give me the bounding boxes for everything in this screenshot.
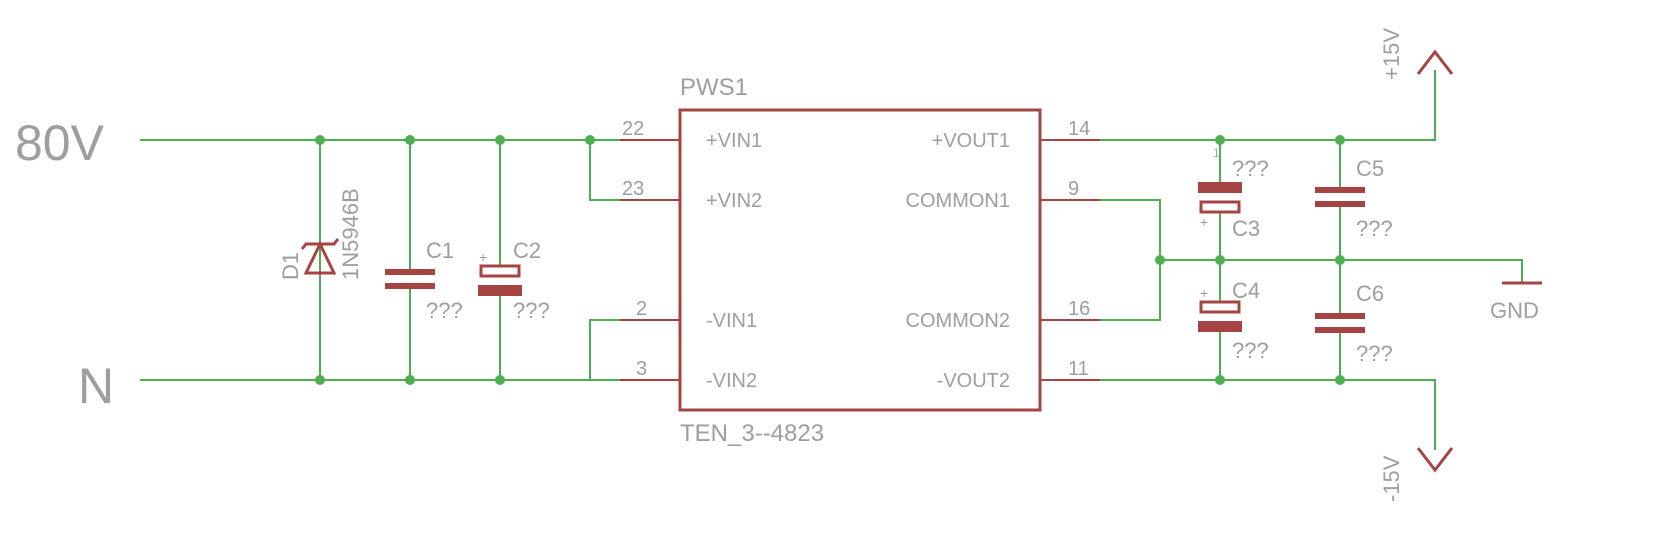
pin-number: 22 — [622, 118, 644, 140]
ic-name: PWS1 — [680, 74, 748, 101]
wire-neg15-rail — [1100, 379, 1436, 450]
c6-value: ??? — [1356, 341, 1393, 366]
pin-label: -VIN1 — [706, 310, 757, 332]
pin-label: +VIN1 — [706, 130, 762, 152]
pin-number: 9 — [1068, 178, 1079, 200]
wire-gnd-rail — [1160, 259, 1523, 282]
wire-pos15-rail — [1100, 70, 1436, 141]
ic-value: TEN_3--4823 — [680, 420, 824, 447]
supply-neg15: -15V — [1379, 447, 1454, 502]
c3-value: ??? — [1232, 156, 1269, 181]
capacitor-c1: C1 ??? — [385, 238, 463, 323]
net-label-80v: 80V — [15, 115, 105, 171]
capacitor-plate — [478, 285, 522, 296]
c4-name: C4 — [1232, 278, 1260, 303]
c5-name: C5 — [1356, 156, 1384, 181]
capacitor-plate-open — [479, 264, 521, 278]
diode-triangle — [303, 240, 337, 275]
capacitor-c4: + C4 ??? — [1198, 278, 1269, 363]
capacitor-c3: 1 + ??? C3 — [1198, 146, 1269, 241]
diode-cathode-bar — [300, 238, 340, 250]
junction-dot — [1215, 135, 1225, 145]
pin-label: -VOUT2 — [937, 370, 1010, 392]
capacitor-plate — [385, 283, 435, 289]
junction-dot — [1215, 255, 1225, 265]
pin-label: -VIN2 — [706, 370, 757, 392]
wire-common-link — [1100, 199, 1161, 321]
polarity-plus: + — [1200, 214, 1208, 230]
net-label-neg15: -15V — [1379, 455, 1404, 502]
polarity-plus: + — [1200, 285, 1208, 301]
c2-name: C2 — [513, 238, 541, 263]
ic-pws1: PWS1 TEN_3--4823 22 23 2 3 14 9 16 11 +V… — [620, 74, 1100, 447]
pin-number: 2 — [636, 298, 647, 320]
arrow-down-icon — [1416, 447, 1454, 473]
junction-dot — [1335, 375, 1345, 385]
net-label-n: N — [78, 358, 114, 414]
c1-name: C1 — [426, 238, 454, 263]
junctions — [315, 135, 1345, 385]
pin-number: 11 — [1068, 358, 1089, 380]
capacitor-c2: + C2 ??? — [478, 238, 550, 323]
c1-value: ??? — [426, 298, 463, 323]
junction-dot — [1335, 135, 1345, 145]
junction-dot — [405, 135, 415, 145]
pin-label: COMMON1 — [906, 190, 1010, 212]
junction-dot — [315, 375, 325, 385]
capacitor-plate — [1198, 321, 1242, 332]
pin-number: 16 — [1068, 298, 1090, 320]
junction-dot — [315, 135, 325, 145]
capacitor-c5: C5 ??? — [1315, 156, 1393, 241]
junction-dot — [1215, 375, 1225, 385]
c4-value: ??? — [1232, 338, 1269, 363]
d1-name: D1 — [278, 252, 303, 280]
junction-dot — [585, 135, 595, 145]
capacitor-plate — [385, 269, 435, 275]
supply-pos15: +15V — [1379, 28, 1454, 80]
diode-d1: D1 1N5946B — [278, 188, 363, 280]
pin-label: +VIN2 — [706, 190, 762, 212]
c3-name: C3 — [1232, 216, 1260, 241]
capacitor-plate — [1315, 327, 1365, 333]
capacitor-c6: C6 ??? — [1315, 281, 1393, 366]
junction-dot — [495, 135, 505, 145]
wire-vin2-pos-strap — [589, 140, 620, 201]
pin-label: COMMON2 — [906, 310, 1010, 332]
junction-dot — [495, 375, 505, 385]
junction-dot — [1155, 255, 1165, 265]
capacitor-plate — [1198, 182, 1242, 193]
ic-body — [678, 108, 1042, 412]
capacitor-plate — [1315, 187, 1365, 193]
junction-dot — [1335, 255, 1345, 265]
arrow-up-icon — [1416, 49, 1454, 75]
pin-one-mark: 1 — [1213, 146, 1220, 160]
polarity-plus: + — [479, 249, 487, 265]
d1-value: 1N5946B — [338, 188, 363, 280]
pin-label: +VOUT1 — [932, 130, 1010, 152]
wire-vin1-neg-strap — [589, 319, 620, 380]
pin-number: 3 — [636, 358, 647, 380]
c6-name: C6 — [1356, 281, 1384, 306]
capacitor-plate-open — [1199, 300, 1241, 314]
capacitor-plate — [1315, 313, 1365, 319]
wires — [140, 70, 1523, 450]
capacitor-plate — [1315, 201, 1365, 207]
c2-value: ??? — [513, 298, 550, 323]
pin-number: 14 — [1068, 118, 1090, 140]
junction-dot — [405, 375, 415, 385]
ground-symbol: GND — [1490, 281, 1542, 323]
net-label-pos15: +15V — [1379, 28, 1404, 80]
net-label-gnd: GND — [1490, 298, 1539, 323]
c5-value: ??? — [1356, 216, 1393, 241]
capacitor-plate-open — [1199, 200, 1241, 214]
pin-number: 23 — [622, 178, 644, 200]
